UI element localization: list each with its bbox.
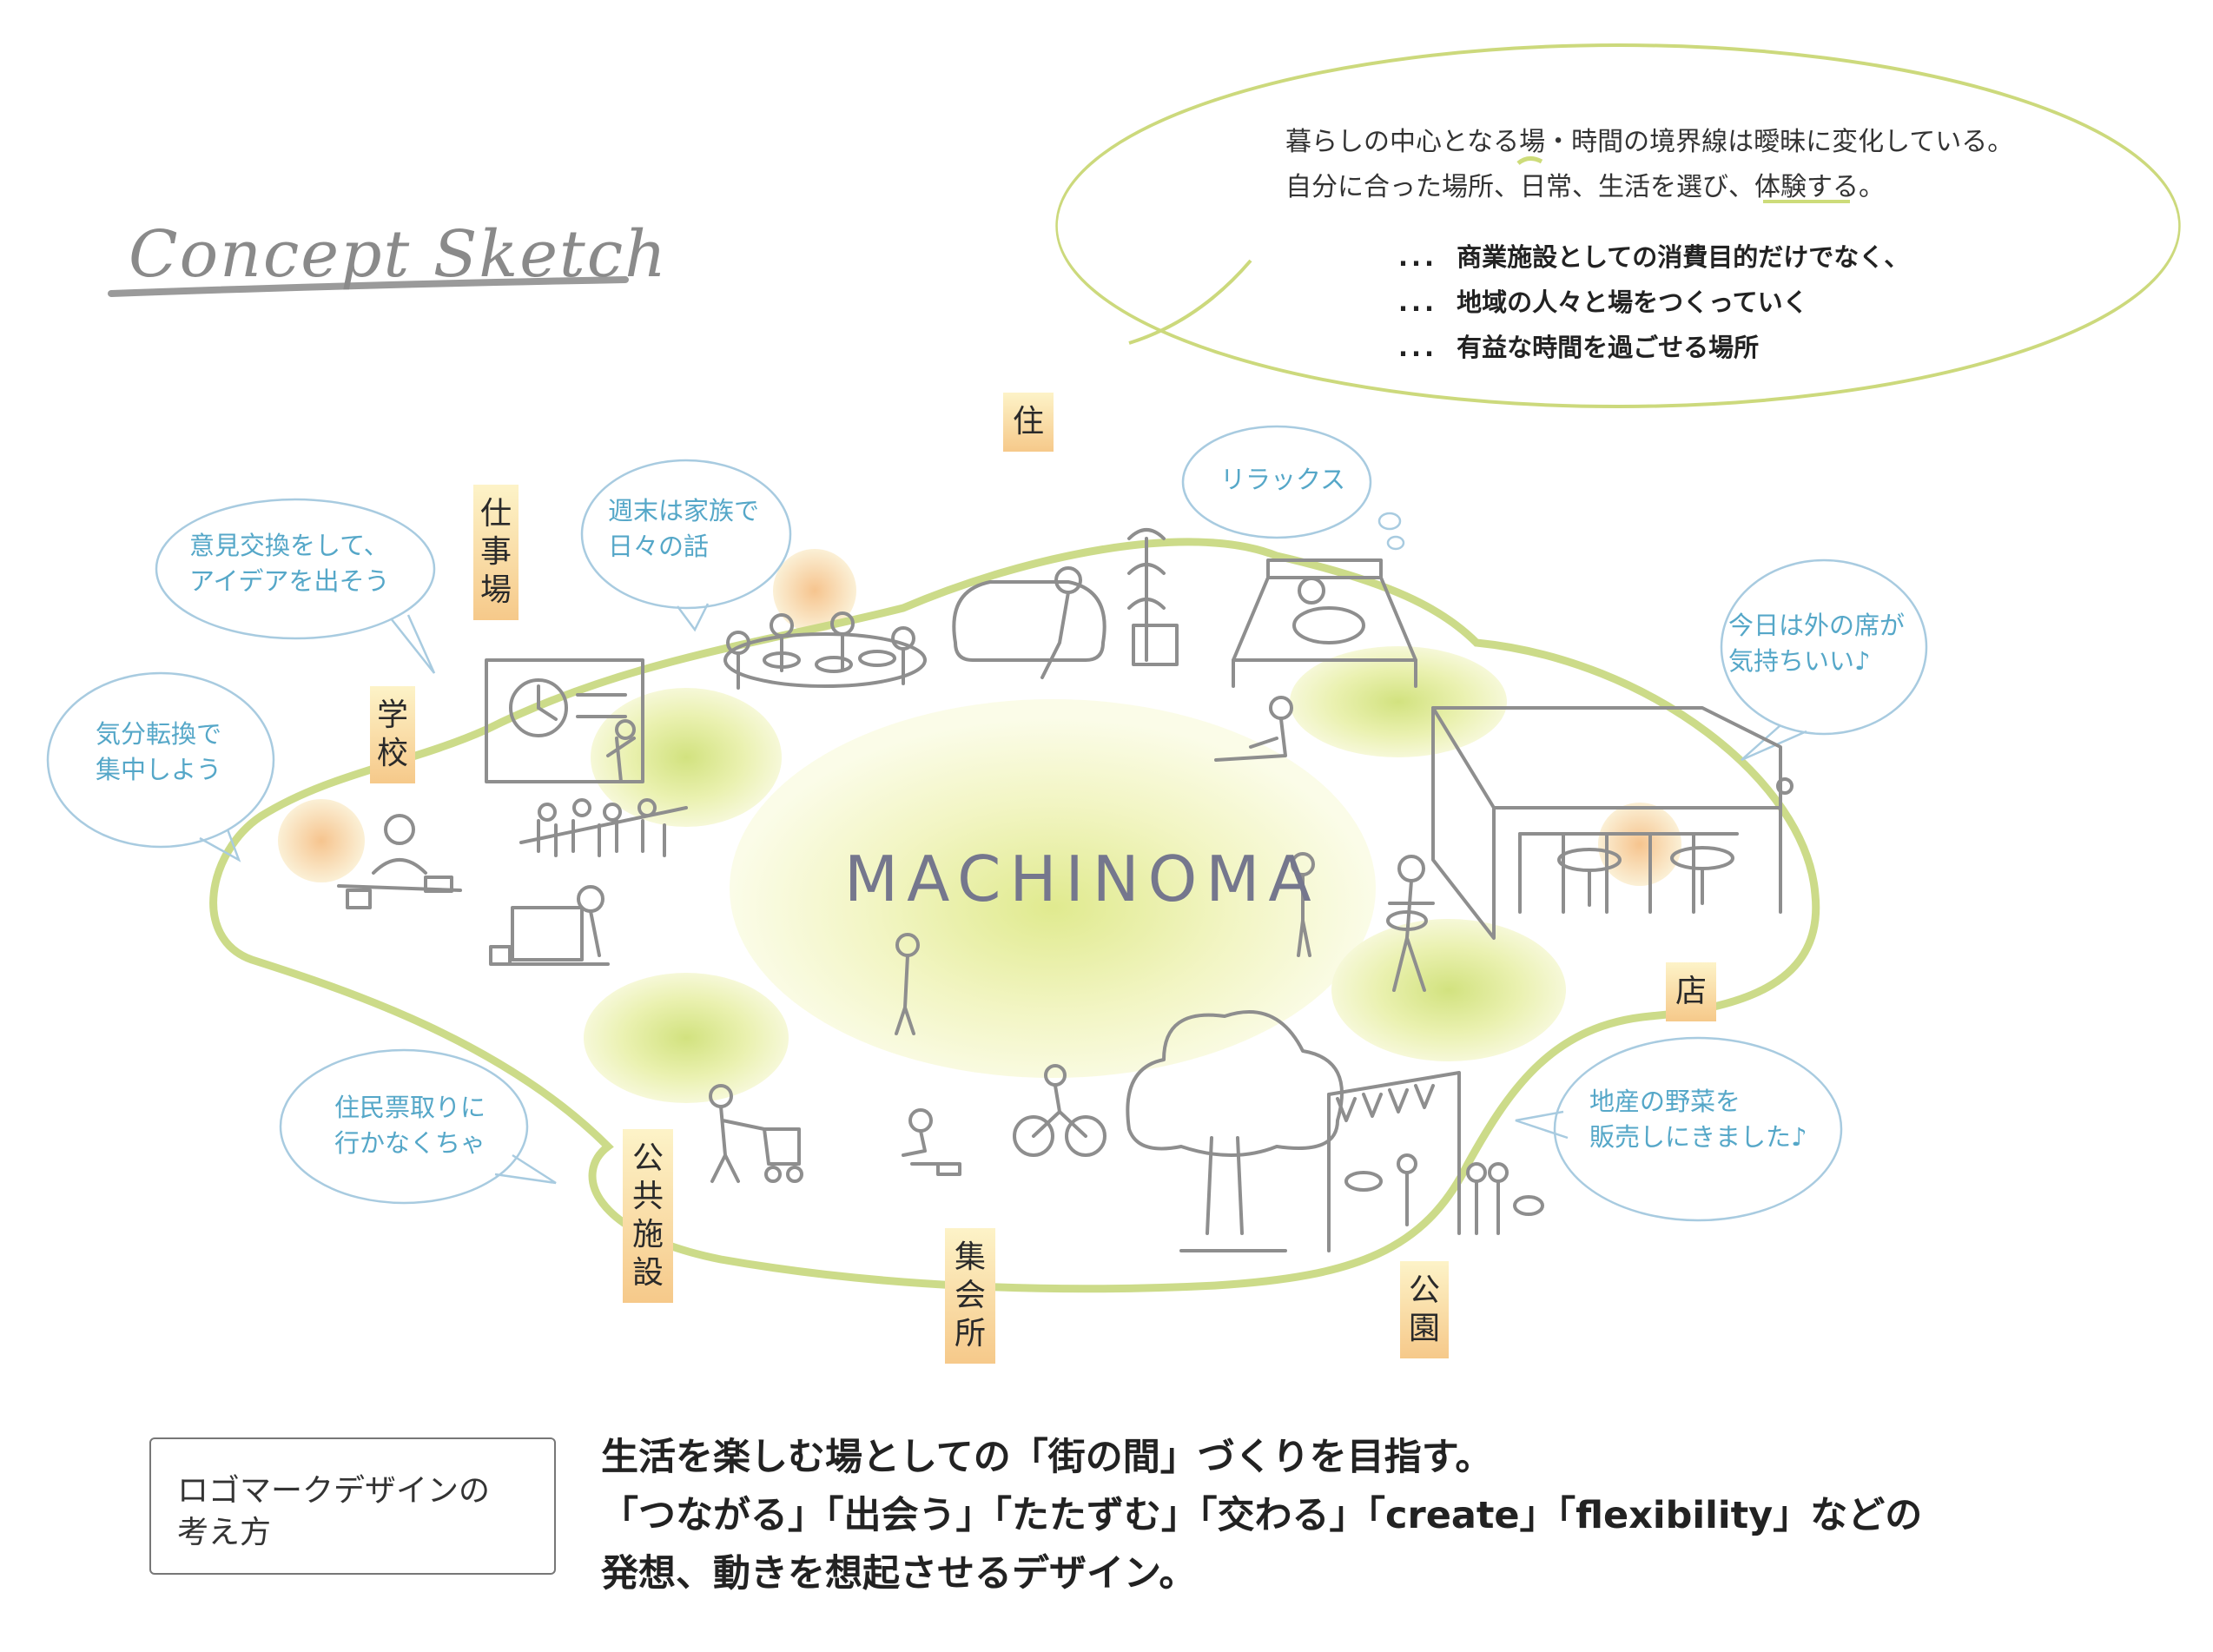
intro-line-1: 暮らしの中心となる場・時間の境界線は曖昧に変化している。 [1285,127,2014,157]
study-person-sketch [337,814,462,909]
logo-design-box: ロゴマークデザインの 考え方 [149,1437,556,1575]
bubble-family: 週末は家族で日々の話 [608,496,760,561]
philosophy-line-2: 「つながる」「出会う」「たたずむ」「交わる」「create」「flexibili… [601,1494,1923,1537]
market-stall-sketch [1327,1071,1544,1252]
tag-mise: 店 [1666,962,1716,1021]
sofa-sketch [952,528,1179,679]
bicycle-sketch [1013,1064,1106,1157]
audience-sketch [519,798,688,857]
concept-sketch-title: Concept Sketch [129,217,668,292]
tree-sketch [1126,1010,1344,1252]
bubble-resident-tail [494,1153,557,1185]
bubble-family-outline [580,459,792,610]
glow-orange-family [773,549,856,632]
glow-orange-cafe [1598,803,1681,886]
community-loop [209,538,1820,1293]
glow-home [1290,646,1507,757]
intro-text: 暮らしの中心となる場・時間の境界線は曖昧に変化している。 自分に合った場所、日常… [1285,120,2013,210]
glow-public [584,973,789,1103]
tag-shukaijo: 集会所 [945,1228,995,1364]
cafe-building-sketch [1431,706,1794,940]
bubble-opinion: 意見交換をして、アイデアを出そう [189,531,390,596]
presentation-board-sketch [485,658,644,783]
bubble-refresh: 気分転換で集中しよう [96,719,222,784]
tag-ju: 住 [1003,393,1054,452]
bubble-resident: 住民票取りに行かなくちゃ [334,1093,486,1158]
family-table-sketch [723,611,927,690]
tag-kokyo: 公共施設 [623,1129,673,1303]
bench-person-sketch [902,1108,961,1176]
bubble-veg-tail [1515,1110,1569,1140]
bubble-refresh-tail [199,829,241,862]
bubble-family-tail [676,603,710,632]
intro-point-2: ...地域の人々と場をつくっていく [1398,287,1808,317]
intro-bubble-outline [1055,43,2181,408]
glow-orange-study [278,799,365,882]
tag-koen: 公園 [1400,1261,1449,1358]
stroller-sketch [709,1084,803,1183]
laptop-person-sketch [489,885,610,966]
bubble-relax: リラックス [1220,465,1346,494]
bubble-relax-outline [1181,425,1372,539]
machinoma-label: MACHINOMA [844,843,1320,915]
design-philosophy: 生活を楽しむ場としての「街の間」づくりを目指す。 「つながる」「出会う」「たたず… [601,1429,1922,1603]
center-people-sketch [895,852,1315,1035]
tag-gakko: 学校 [370,686,415,783]
philosophy-line-3: 発想、動きを想起させるデザイン。 [601,1552,1197,1596]
glow-shop [1331,919,1566,1061]
bubble-veg-outline [1553,1036,1843,1222]
bubble-veg: 地産の野菜を販売しにきました♪ [1589,1087,1807,1152]
bed-sketch [1232,558,1417,688]
bubble-resident-outline [279,1048,529,1205]
intro-point-1: ...商業施設としての消費目的だけでなく、 [1398,242,1910,272]
shop-worker-sketch [1386,855,1435,992]
sitting-person-sketch [1214,696,1293,762]
ellipsis-marker: ... [1398,287,1438,317]
bubble-opinion-tail [390,614,436,674]
title-underline [108,276,629,297]
ellipsis-marker: ... [1398,242,1438,272]
bubble-outdoor: 今日は外の席が気持ちいい♪ [1728,611,1906,676]
bubble-outdoor-outline [1720,558,1928,736]
tag-shigotoba: 仕事場 [473,485,519,620]
philosophy-line-1: 生活を楽しむ場としての「街の間」づくりを目指す。 [601,1436,1493,1479]
intro-line-2: 自分に合った場所、日常、生活を選び、体験する。 [1285,172,1885,202]
relax-dot-1 [1377,512,1402,531]
relax-dot-2 [1386,535,1405,551]
ellipsis-marker: ... [1398,333,1438,362]
center-glow [730,699,1376,1078]
intro-points: ...商業施設としての消費目的だけでなく、 ...地域の人々と場をつくっていく … [1398,235,1909,370]
highlight-ba [1516,156,1543,166]
glow-school [591,688,782,827]
bubble-opinion-outline [155,498,436,640]
intro-bubble-tail [1128,259,1252,345]
bubble-refresh-outline [46,671,275,849]
intro-point-3: ...有益な時間を過ごせる場所 [1398,333,1760,362]
bubble-outdoor-tail [1741,724,1807,762]
